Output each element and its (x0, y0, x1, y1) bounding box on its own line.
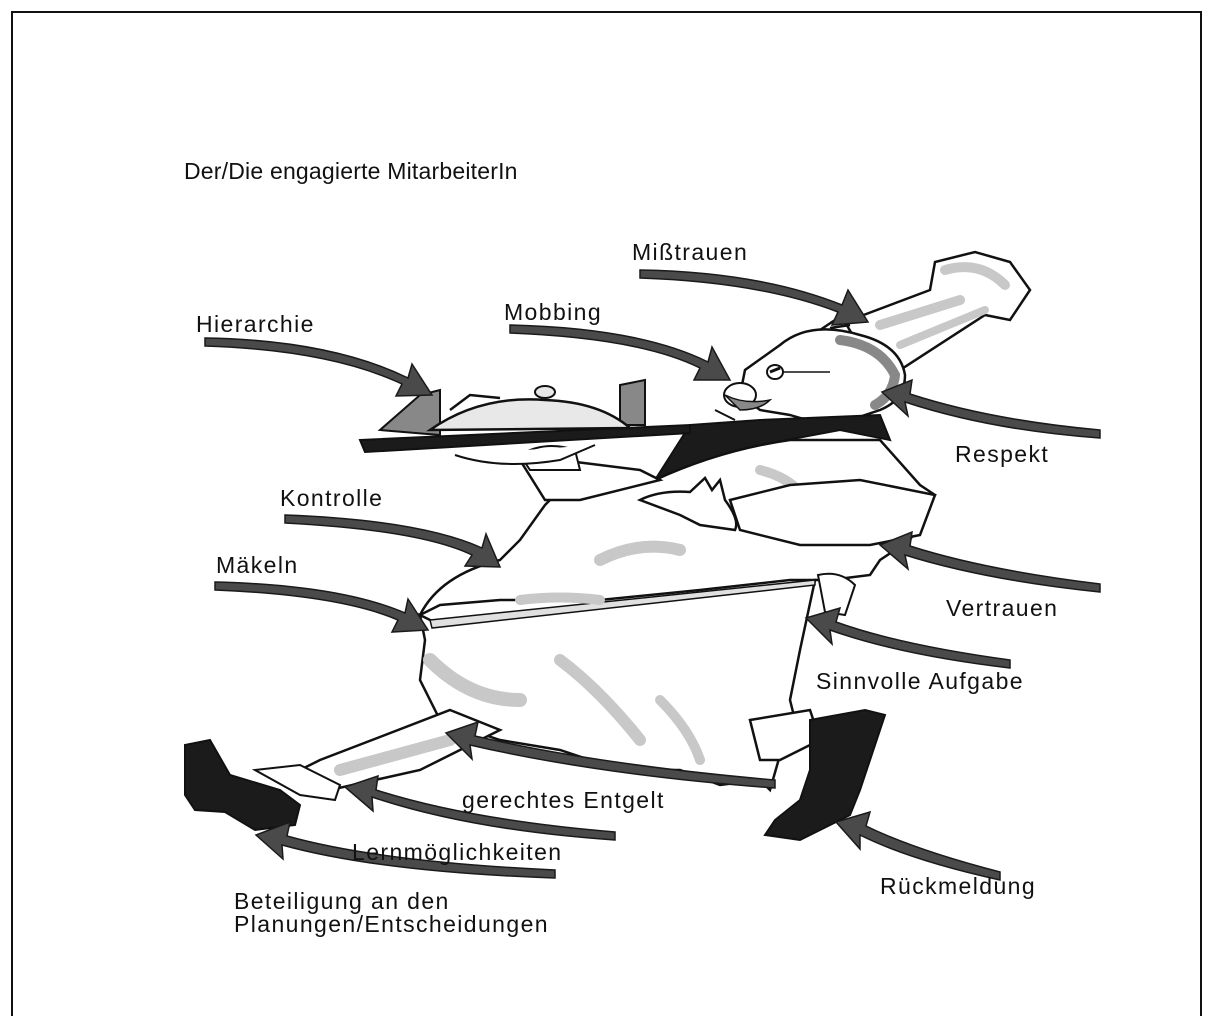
arrow-misstrauen (640, 270, 868, 325)
arrow-rueckmeldung (836, 812, 1000, 880)
arrow-kontrolle (285, 515, 500, 567)
label-maekeln: Mäkeln (216, 553, 299, 577)
label-hierarchie: Hierarchie (196, 312, 315, 336)
label-respekt: Respekt (955, 442, 1049, 466)
arrow-mobbing (510, 325, 730, 380)
label-beteiligung-line1: Beteiligung an den (234, 889, 450, 913)
arrow-vertrauen (880, 532, 1100, 592)
apron (420, 574, 855, 790)
label-sinnvolle-aufgabe: Sinnvolle Aufgabe (816, 669, 1024, 693)
arrow-respekt (882, 380, 1100, 438)
label-mobbing: Mobbing (504, 300, 602, 324)
label-kontrolle: Kontrolle (280, 486, 383, 510)
label-rueckmeldung: Rückmeldung (880, 874, 1036, 898)
label-lernmoeglichkeiten: Lernmöglichkeiten (352, 840, 562, 864)
label-vertrauen: Vertrauen (946, 596, 1058, 620)
label-gerechtes-entgelt: gerechtes Entgelt (462, 788, 665, 812)
label-beteiligung-line2: Planungen/Entscheidungen (234, 912, 549, 936)
arrow-maekeln (215, 582, 428, 632)
arrow-hierarchie (205, 338, 432, 396)
label-misstrauen: Mißtrauen (632, 240, 748, 264)
